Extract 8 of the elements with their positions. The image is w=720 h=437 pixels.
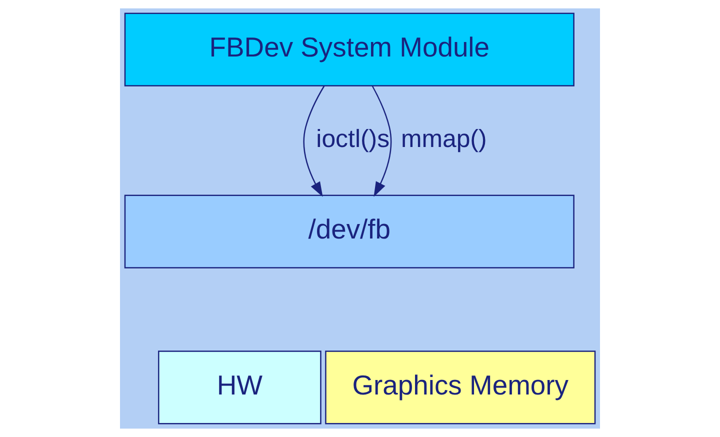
node-box: FBDev System Module bbox=[124, 12, 574, 86]
node-box: Graphics Memory bbox=[325, 350, 596, 424]
edge-label: ioctl()s bbox=[316, 124, 390, 153]
node-box: /dev/fb bbox=[124, 194, 574, 268]
edge-label: mmap() bbox=[400, 124, 487, 153]
arrow bbox=[372, 85, 392, 197]
arrow bbox=[303, 86, 325, 197]
node-box: HW bbox=[158, 350, 322, 424]
